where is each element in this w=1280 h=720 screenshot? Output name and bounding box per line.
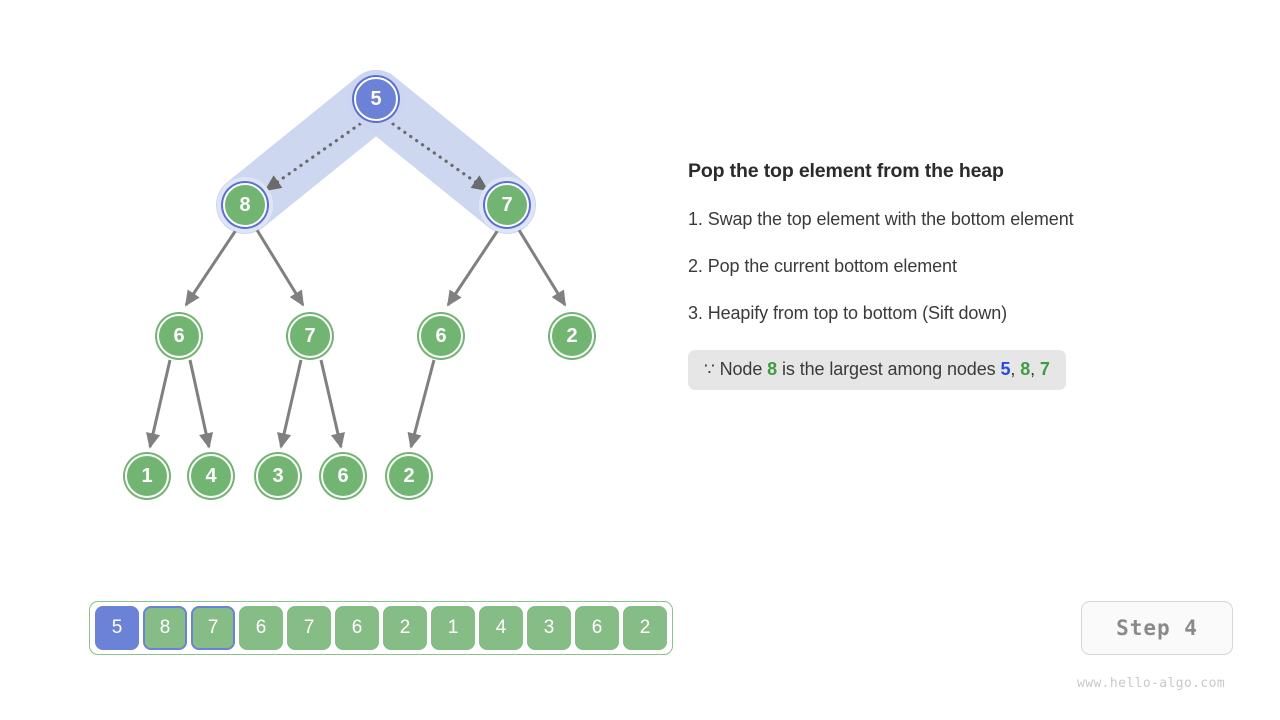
array-cell-value: 7 [207,617,219,638]
reason-sep-1: , [1010,359,1016,379]
tree-node-n2: 7 [485,183,529,227]
array-cell: 6 [335,606,379,650]
tree-node-label: 1 [141,464,153,487]
tree-node-n7: 1 [125,454,169,498]
because-symbol: ∵ [704,360,715,379]
tree-node-n9: 3 [256,454,300,498]
tree-node-n8: 4 [189,454,233,498]
array-cell-value: 6 [255,617,267,638]
swap-arrow-right [391,122,489,192]
tree-edge [407,359,436,449]
tree-node-label: 3 [272,464,284,487]
reason-node-value: 8 [767,359,778,379]
step-text-1: 1. Swap the top element with the bottom … [688,209,1074,229]
tree-node-label: 6 [435,324,447,347]
tree-node-n1: 8 [223,183,267,227]
swap-arrow-left [264,122,362,192]
step-text-3: 3. Heapify from top to bottom (Sift down… [688,303,1008,323]
reason-candidate-b: 8 [1020,359,1031,379]
tree-node-n10: 6 [321,454,365,498]
tree-edge [517,229,567,307]
tree-node-label: 7 [501,193,513,216]
tree-node-n4: 7 [288,314,332,358]
tree-edge [146,359,172,449]
array-cell: 6 [575,606,619,650]
array-cell-value: 7 [303,617,315,638]
tree-node-n0: 5 [354,77,398,121]
array-cell-value: 6 [591,617,603,638]
page-title: Pop the top element from the heap [688,160,1004,182]
tree-edge [277,359,303,449]
array-cell: 8 [143,606,187,650]
step-text-2: 2. Pop the current bottom element [688,256,957,276]
tree-edge [184,229,238,307]
array-cell: 7 [287,606,331,650]
tree-edges-layer [146,70,567,449]
reason-candidate-c: 7 [1039,359,1050,379]
tree-node-label: 8 [239,193,251,216]
tree-node-n11: 2 [387,454,431,498]
array-cell: 3 [527,606,571,650]
array-cell: 5 [95,606,139,650]
array-cell-value: 3 [543,617,555,638]
heap-array: 5 8 7 6 7 6 2 1 4 3 6 2 [89,601,673,655]
array-cell: 6 [239,606,283,650]
array-cell-value: 5 [111,617,123,638]
array-cell: 7 [191,606,235,650]
reason-part-2: is the largest among nodes [782,359,996,379]
tree-node-label: 7 [304,324,316,347]
array-cell-value: 1 [447,617,459,638]
array-cell: 1 [431,606,475,650]
array-cell: 2 [383,606,427,650]
tree-node-n5: 6 [419,314,463,358]
tree-edge [255,229,305,307]
array-cell-value: 4 [495,617,507,638]
tree-node-label: 2 [566,324,578,347]
tree-edge-group-solid [146,229,567,449]
array-cell-value: 2 [639,617,651,638]
tree-node-label: 5 [370,87,382,110]
tree-edge [319,359,345,449]
tree-edge-group-dotted [264,122,489,192]
tree-edge [446,229,500,307]
tree-node-n6: 2 [550,314,594,358]
tree-node-n3: 6 [157,314,201,358]
reason-part-1: Node [719,359,763,379]
reason-sep-2: , [1030,359,1036,379]
watermark: www.hello-algo.com [1077,676,1226,691]
tree-node-label: 6 [173,324,185,347]
array-cell-value: 6 [351,617,363,638]
step-badge: Step 4 [1081,601,1233,655]
explanation-panel: Pop the top element from the heap 1. Swa… [688,160,1228,390]
array-cell: 2 [623,606,667,650]
array-cell-value: 2 [399,617,411,638]
tree-node-label: 6 [337,464,349,487]
reason-callout: ∵ Node 8 is the largest among nodes 5, 8… [688,350,1066,390]
tree-node-label: 4 [205,464,217,487]
array-cell: 4 [479,606,523,650]
array-cell-value: 8 [159,617,171,638]
reason-candidate-a: 5 [1000,359,1011,379]
tree-node-label: 2 [403,464,415,487]
tree-edge [188,359,214,449]
